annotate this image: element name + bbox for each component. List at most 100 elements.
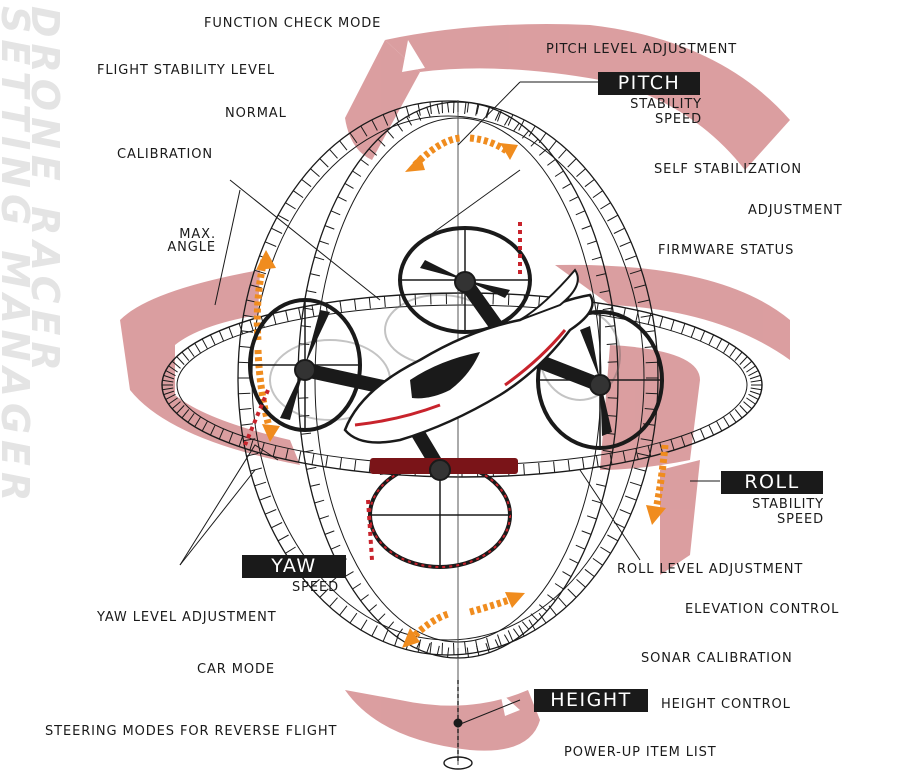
ring-tick [177,357,185,365]
ring-tick [273,314,276,325]
ring-tick [265,510,276,515]
ring-tick [307,467,317,469]
ring-tick [568,460,569,471]
ring-tick [559,598,567,607]
ring-tick [448,648,449,658]
ring-tick [730,348,736,357]
ring-tick [576,211,585,215]
ring-tick [260,496,271,500]
ring-tick [319,516,329,519]
ring-tick [255,482,266,486]
label-elevation-control: ELEVATION CONTROL [685,602,839,617]
ring-tick [724,417,730,427]
ring-tick [454,643,455,655]
ring-tick [369,298,370,309]
ring-tick [636,311,638,322]
ring-tick [498,635,502,646]
ring-tick [607,535,618,541]
pitch-badge: PITCH [598,72,700,95]
ring-tick [547,595,555,601]
ring-tick [310,274,320,276]
ring-tick [614,228,625,233]
ring-tick [325,226,334,230]
ring-tick [301,326,311,327]
ring-tick [554,462,555,473]
ring-tick [312,454,314,465]
ring-tick [582,226,591,230]
ring-tick [587,516,597,519]
ring-tick [549,606,556,615]
ring-tick [361,159,369,165]
roll-badge: ROLL [721,471,823,494]
ring-tick [384,296,385,307]
ring-tick [427,643,430,653]
ring-tick [577,579,586,587]
ring-tick [219,331,223,341]
ring-tick [299,308,301,319]
ring-tick [646,393,658,394]
label-firmware-status: FIRMWARE STATUS [658,243,794,258]
ring-tick [350,613,357,623]
ring-tick [210,335,215,345]
ring-tick [568,159,577,168]
ring-tick [577,169,586,177]
roll-stability: STABILITY [722,497,824,512]
ring-tick [700,331,704,341]
ring-tick [229,327,233,337]
ring-tick [740,405,748,413]
yaw-badge: YAW [242,555,346,578]
ring-tick [238,393,250,394]
ring-tick [735,409,742,418]
ring-tick [524,464,525,475]
ring-tick [353,171,361,177]
ring-tick [660,317,663,328]
ring-tick [549,141,556,150]
ring-tick [326,456,328,467]
ring-tick [751,388,762,390]
label-yaw-level-adjustment: YAW LEVEL ADJUSTMENT [97,610,277,625]
ring-tick [467,648,468,658]
right-band-low [660,460,700,575]
ring-tick [442,643,443,655]
pitch-stability: STABILITY [600,97,702,112]
ring-tick [340,301,342,312]
ring-tick [307,291,317,293]
label-steering-modes: STEERING MODES FOR REVERSE FLIGHT [45,724,337,739]
ring-tick [430,102,431,114]
ring-tick [331,211,340,215]
ring-tick [547,159,555,165]
ring-tick [555,171,563,177]
label-calibration: CALIBRATION [117,147,213,162]
ring-tick [593,191,603,198]
ring-tick [582,531,591,535]
ring-tick [555,584,563,590]
ring-tick [286,311,288,322]
ring-tick [749,394,759,399]
label-normal: NORMAL [225,106,287,121]
ring-tick [202,339,207,349]
ring-tick [740,357,748,365]
ring-tick [691,327,695,337]
ring-tick [293,191,303,198]
ring-tick [465,102,466,114]
ring-tick [592,257,602,260]
label-pitch-level-adjustment: PITCH LEVEL ADJUSTMENT [546,42,737,57]
ring-tick [312,305,314,316]
ring-tick [519,120,525,131]
ring-tick [331,545,340,549]
ring-tick [593,558,603,565]
ring-tick [563,572,572,577]
ring-tick [513,123,519,131]
ring-tick [559,149,567,158]
ring-tick [310,484,320,486]
ring-tick [681,323,685,334]
ring-tick [338,197,347,202]
label-roll-level-adjustment: ROLL LEVEL ADJUSTMENT [617,562,803,577]
ring-tick [724,343,730,353]
ring-tick [311,169,320,177]
ring-tick [319,241,329,244]
ring-tick [671,320,674,331]
ring-tick [620,242,631,247]
ring-tick [746,398,755,404]
